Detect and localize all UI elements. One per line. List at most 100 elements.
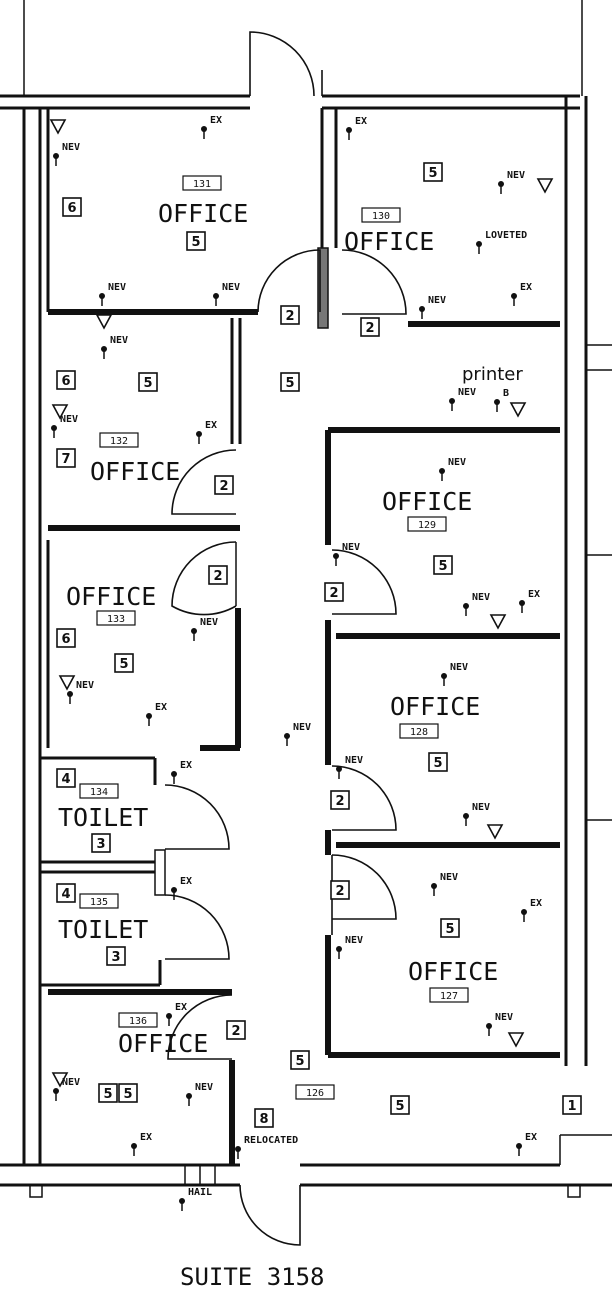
svg-text:NEV: NEV bbox=[495, 1012, 513, 1023]
device-symbol-nev: NEV bbox=[191, 617, 218, 641]
device-symbol-nev: NEV bbox=[441, 662, 468, 686]
device-symbol-ex: EX bbox=[201, 115, 222, 139]
svg-text:EX: EX bbox=[175, 1002, 187, 1013]
room-name-131: OFFICE bbox=[158, 199, 248, 228]
device-symbol-ex: EX bbox=[171, 760, 192, 784]
keynote-box: 3 bbox=[91, 833, 111, 853]
svg-text:4: 4 bbox=[61, 887, 70, 902]
keynote-box: 2 bbox=[324, 582, 344, 602]
strobe-icon bbox=[49, 119, 67, 135]
svg-text:5: 5 bbox=[119, 657, 128, 672]
keynote-box: 2 bbox=[330, 880, 350, 900]
room-number-132: 132 bbox=[110, 436, 128, 447]
device-symbol-nev: NEV bbox=[213, 282, 240, 306]
svg-text:5: 5 bbox=[295, 1054, 304, 1069]
device-symbol-ex: EX bbox=[131, 1132, 152, 1156]
keynote-box: 5 bbox=[138, 372, 158, 392]
keynote-box: 1 bbox=[562, 1095, 582, 1115]
svg-text:2: 2 bbox=[285, 309, 294, 324]
keynote-box: 8 bbox=[254, 1108, 274, 1128]
keynote-box: 5 bbox=[186, 231, 206, 251]
keynote-box: 2 bbox=[226, 1020, 246, 1040]
svg-text:NEV: NEV bbox=[448, 457, 466, 468]
svg-text:EX: EX bbox=[528, 589, 540, 600]
room-labels: OFFICE 131 OFFICE 130 OFFICE 132 OFFICE … bbox=[58, 175, 523, 1291]
svg-text:5: 5 bbox=[123, 1087, 132, 1102]
device-symbol-nev: NEV bbox=[498, 170, 525, 194]
svg-text:NEV: NEV bbox=[472, 802, 490, 813]
device-symbol-ex: EX bbox=[516, 1132, 537, 1156]
device-symbol-nev: NEV bbox=[419, 295, 446, 319]
svg-text:NEV: NEV bbox=[345, 935, 363, 946]
strobe-icon bbox=[536, 178, 554, 194]
svg-text:4: 4 bbox=[61, 772, 70, 787]
svg-text:5: 5 bbox=[438, 559, 447, 574]
svg-text:NEV: NEV bbox=[345, 755, 363, 766]
device-symbol-ex: EX bbox=[511, 282, 532, 306]
svg-text:EX: EX bbox=[180, 876, 192, 887]
device-symbol-nev: NEV bbox=[99, 282, 126, 306]
svg-text:EX: EX bbox=[180, 760, 192, 771]
device-symbol-loveted: LOVETED bbox=[476, 230, 527, 254]
device-symbol-nev: NEV bbox=[186, 1082, 213, 1106]
svg-text:6: 6 bbox=[61, 632, 70, 647]
svg-text:NEV: NEV bbox=[108, 282, 126, 293]
room-number-127: 127 bbox=[440, 991, 458, 1002]
svg-text:3: 3 bbox=[111, 950, 120, 965]
device-symbol-ex: EX bbox=[346, 116, 367, 140]
keynote-box: 2 bbox=[214, 475, 234, 495]
keynote-box: 5 bbox=[423, 162, 443, 182]
room-number-130: 130 bbox=[372, 211, 390, 222]
svg-text:EX: EX bbox=[210, 115, 222, 126]
keynote-box: 5 bbox=[433, 555, 453, 575]
device-symbol-nev: NEV bbox=[51, 414, 78, 438]
device-symbol-hail: HAIL bbox=[179, 1187, 212, 1211]
strobe-icon bbox=[51, 404, 69, 420]
strobe-icon bbox=[507, 1032, 525, 1048]
device-symbol-nev: NEV bbox=[449, 387, 476, 411]
keynote-box: 5 bbox=[428, 752, 448, 772]
svg-text:5: 5 bbox=[445, 922, 454, 937]
svg-text:8: 8 bbox=[259, 1112, 268, 1127]
svg-text:LOVETED: LOVETED bbox=[485, 230, 527, 241]
svg-text:NEV: NEV bbox=[62, 1077, 80, 1088]
room-number-135: 135 bbox=[90, 897, 108, 908]
device-symbols: NEV EX EX NEV LOVETED NEV NEV NEV NEV EX NEV EX NEV N… bbox=[49, 115, 554, 1211]
svg-text:5: 5 bbox=[143, 376, 152, 391]
device-symbol-ex: EX bbox=[519, 589, 540, 613]
svg-text:5: 5 bbox=[433, 756, 442, 771]
svg-text:NEV: NEV bbox=[440, 872, 458, 883]
device-symbol-relocated: RELOCATED bbox=[235, 1135, 298, 1159]
strobe-icon bbox=[51, 1072, 69, 1088]
strobe-icon bbox=[486, 824, 504, 840]
strobe-icon bbox=[489, 614, 507, 630]
keynote-box: 6 bbox=[62, 197, 82, 217]
svg-text:2: 2 bbox=[335, 794, 344, 809]
svg-text:RELOCATED: RELOCATED bbox=[244, 1135, 298, 1146]
svg-text:NEV: NEV bbox=[428, 295, 446, 306]
device-symbol-ex: EX bbox=[196, 420, 217, 444]
keynote-box: 5 bbox=[290, 1050, 310, 1070]
svg-text:5: 5 bbox=[395, 1099, 404, 1114]
svg-text:EX: EX bbox=[205, 420, 217, 431]
svg-text:NEV: NEV bbox=[76, 680, 94, 691]
svg-text:NEV: NEV bbox=[293, 722, 311, 733]
room-name-128: OFFICE bbox=[390, 692, 480, 721]
keynote-box: 2 bbox=[280, 305, 300, 325]
svg-text:EX: EX bbox=[140, 1132, 152, 1143]
svg-text:NEV: NEV bbox=[222, 282, 240, 293]
keynote-box: 2 bbox=[330, 790, 350, 810]
device-symbol-nev: NEV bbox=[336, 755, 363, 779]
room-name-132: OFFICE bbox=[90, 457, 180, 486]
strobe-icon bbox=[58, 675, 76, 691]
svg-text:B: B bbox=[503, 388, 509, 399]
device-symbol-nev: NEV bbox=[53, 1077, 80, 1101]
keynote-box: 6 bbox=[56, 628, 76, 648]
room-number-134: 134 bbox=[90, 787, 108, 798]
svg-text:7: 7 bbox=[61, 452, 70, 467]
room-number-129: 129 bbox=[418, 520, 436, 531]
svg-text:2: 2 bbox=[335, 884, 344, 899]
room-number-136: 136 bbox=[129, 1016, 147, 1027]
device-symbol-b: B bbox=[494, 388, 509, 412]
